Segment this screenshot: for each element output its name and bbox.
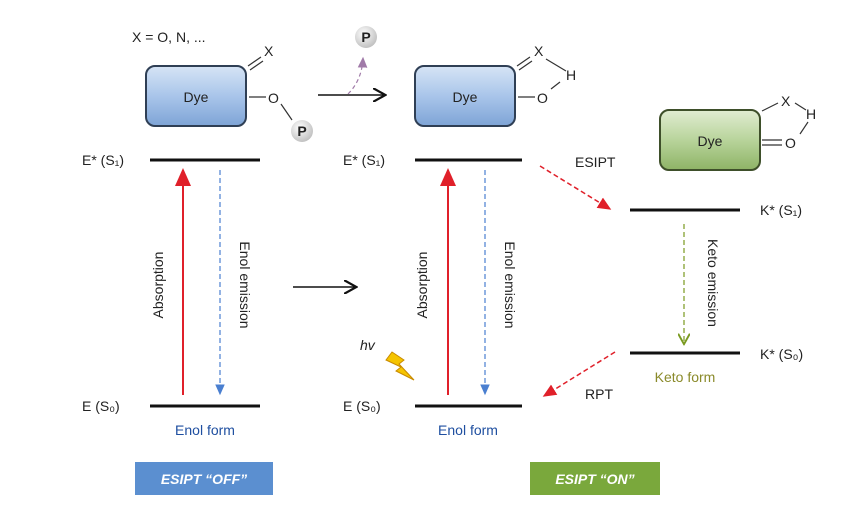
esipt-off-badge: [135, 462, 273, 495]
esipt-off-label: ESIPT “OFF”: [161, 471, 247, 487]
enol-emission-label: Enol emission: [502, 241, 518, 328]
level-label-e-s0: E (S₀): [82, 398, 120, 414]
enol-form-label: Enol form: [175, 422, 235, 438]
atom-p: P: [297, 123, 306, 139]
dye-box-protected: [145, 65, 247, 127]
double-bond: [247, 56, 264, 71]
esipt-on-badge: [530, 462, 660, 495]
keto-emission-label: Keto emission: [705, 239, 721, 327]
bond: [761, 102, 809, 146]
atom-h: H: [806, 106, 816, 122]
enol-form-label: Enol form: [438, 422, 498, 438]
atom-p-released: P: [361, 29, 370, 45]
atom-o: O: [785, 135, 796, 151]
atom-o: O: [268, 90, 279, 106]
level-label-k-s1: K* (S₁): [760, 202, 802, 218]
dye-box-keto: [659, 109, 761, 171]
atom-x: X: [264, 43, 274, 59]
double-bond: [516, 56, 533, 71]
absorption-label: Absorption: [414, 252, 430, 319]
rpt-arrow: [542, 351, 616, 397]
level-label-e-s0: E (S₀): [343, 398, 381, 414]
dye-label: Dye: [453, 89, 478, 105]
dye-label: Dye: [184, 89, 209, 105]
dye-box-enol: [414, 65, 516, 127]
protecting-group: [291, 120, 313, 142]
level-label-k-s0: K* (S₀): [760, 346, 803, 362]
esipt-label: ESIPT: [575, 154, 616, 170]
dye-label: Dye: [698, 133, 723, 149]
substituent-note: X = O, N, ...: [132, 29, 206, 45]
esipt-on-label: ESIPT “ON”: [555, 471, 634, 487]
release-arrow: [347, 56, 368, 95]
bond: [518, 58, 567, 98]
level-label-e-s1: E* (S₁): [82, 152, 124, 168]
released-protecting-group: [355, 26, 377, 48]
esipt-arrow: [539, 165, 612, 210]
hv-label: hv: [360, 337, 376, 353]
atom-o: O: [537, 90, 548, 106]
keto-form-label: Keto form: [655, 369, 716, 385]
lightning-icon: [385, 351, 415, 381]
enol-emission-label: Enol emission: [237, 241, 253, 328]
bond: [249, 96, 293, 121]
rpt-label: RPT: [585, 386, 613, 402]
atom-h: H: [566, 67, 576, 83]
level-label-e-s1: E* (S₁): [343, 152, 385, 168]
absorption-label: Absorption: [150, 252, 166, 319]
atom-x: X: [534, 43, 544, 59]
atom-x: X: [781, 93, 791, 109]
